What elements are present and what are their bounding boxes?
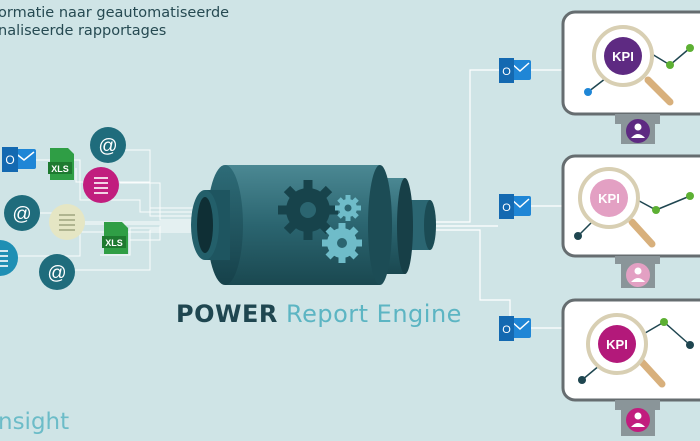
output-outlook-icon: O: [499, 194, 531, 219]
heading: ormatie naar geautomatiseerde naliseerde…: [0, 4, 229, 40]
xls-label: XLS: [105, 238, 123, 248]
dashboard-monitor-3: KPI: [561, 298, 700, 436]
xls-file-icon: XLS: [102, 222, 128, 254]
dashboard-monitor-2: KPI: [561, 154, 700, 288]
gear-icon: [335, 195, 361, 221]
user-avatar-icon: [626, 119, 650, 143]
input-sources: O XLS @ @: [0, 127, 128, 290]
output-outlook-icon: O: [499, 316, 531, 341]
gear-icon: [278, 180, 338, 240]
engine-title-bold: POWER: [176, 300, 278, 328]
report-engine: [191, 165, 436, 285]
heading-line-2: naliseerde rapportages: [0, 23, 167, 39]
outlook-letter: O: [502, 324, 511, 336]
email-symbol: @: [47, 263, 66, 284]
email-icon: @: [39, 254, 75, 290]
document-icon: [83, 167, 119, 203]
outlook-icon: O: [2, 147, 36, 172]
kpi-label: KPI: [612, 49, 634, 64]
user-avatar-icon: [626, 408, 650, 432]
engine-title: POWER Report Engine: [176, 300, 462, 328]
output-outlook-icon: O: [499, 58, 531, 83]
dashboard-monitor-1: KPI: [561, 10, 700, 144]
xls-file-icon: XLS: [48, 148, 74, 180]
email-symbol: @: [98, 136, 117, 157]
user-avatar-icon: [626, 263, 650, 287]
output-wires: [425, 69, 562, 329]
xls-label: XLS: [51, 164, 69, 174]
input-wires: [10, 149, 210, 271]
kpi-label: KPI: [606, 337, 628, 352]
email-icon: @: [4, 195, 40, 231]
magnifier-icon: [644, 76, 674, 106]
magnifier-icon: [628, 218, 656, 248]
engine-title-light: Report Engine: [285, 300, 462, 328]
magnifier-icon: [636, 356, 666, 388]
heading-line-1: ormatie naar geautomatiseerde: [0, 5, 230, 21]
gear-icon: [322, 223, 362, 263]
kpi-label: KPI: [598, 191, 620, 206]
outlook-letter: O: [502, 202, 511, 214]
document-icon: [0, 240, 18, 276]
email-icon: @: [90, 127, 126, 163]
brand-logo-text: nsight: [0, 409, 70, 435]
email-symbol: @: [12, 204, 31, 225]
document-icon: [49, 204, 85, 240]
outlook-letter: O: [502, 66, 511, 78]
outlook-letter: O: [5, 153, 14, 167]
